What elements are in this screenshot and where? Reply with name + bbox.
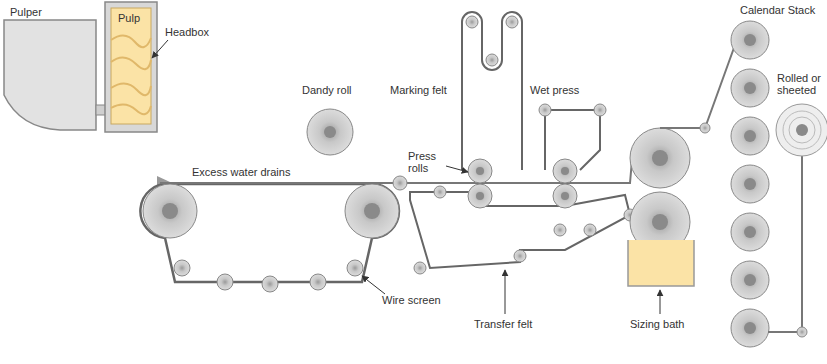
roll bbox=[731, 261, 769, 299]
roll bbox=[310, 274, 326, 290]
paper-reel bbox=[776, 104, 827, 156]
part-label: Sizing bath bbox=[630, 318, 684, 330]
roll-hub bbox=[364, 203, 380, 219]
paper-web bbox=[660, 45, 735, 128]
transfer-felt bbox=[410, 192, 630, 268]
roll bbox=[553, 159, 577, 183]
roll bbox=[174, 260, 190, 276]
roll-hub bbox=[162, 203, 178, 219]
pulp bbox=[111, 8, 151, 124]
roll-hub bbox=[561, 167, 569, 175]
roll-hub bbox=[476, 192, 484, 200]
roll bbox=[514, 250, 526, 262]
part-label: Dandy roll bbox=[302, 84, 352, 96]
roll bbox=[414, 262, 426, 274]
headbox bbox=[105, 2, 157, 132]
roll bbox=[731, 309, 769, 347]
dandy-roll bbox=[307, 109, 353, 155]
roll bbox=[434, 186, 446, 198]
roll bbox=[468, 184, 492, 208]
roll-hub bbox=[561, 192, 569, 200]
part-label: Excess water drains bbox=[192, 166, 290, 178]
roll bbox=[731, 69, 769, 107]
roll-hub bbox=[744, 130, 756, 142]
roll bbox=[468, 159, 492, 183]
roll-hub bbox=[744, 34, 756, 46]
roll bbox=[731, 213, 769, 251]
roll bbox=[217, 274, 233, 290]
part-label: Pulper bbox=[10, 6, 42, 18]
roll bbox=[539, 104, 551, 116]
roll-hub bbox=[744, 322, 756, 334]
part-label: Wire screen bbox=[382, 294, 441, 306]
roll bbox=[553, 184, 577, 208]
paper-web bbox=[768, 156, 802, 332]
roll-hub bbox=[744, 226, 756, 238]
roll bbox=[506, 16, 518, 28]
roll-hub bbox=[744, 82, 756, 94]
couch-roll bbox=[393, 176, 407, 190]
roll-hub bbox=[652, 150, 668, 166]
part-label: Marking felt bbox=[390, 84, 447, 96]
wire-screen bbox=[140, 184, 399, 282]
leader-lines bbox=[152, 40, 660, 314]
roll bbox=[486, 54, 498, 66]
roll bbox=[731, 117, 769, 155]
roll-hub bbox=[324, 126, 336, 138]
part-label: Pulp bbox=[118, 12, 140, 24]
part-label: Wet press bbox=[530, 84, 579, 96]
size-roll bbox=[630, 128, 690, 188]
part-label: Transfer felt bbox=[474, 318, 532, 330]
roll bbox=[594, 104, 606, 116]
sizing-bath bbox=[628, 240, 694, 286]
roll-hub bbox=[476, 167, 484, 175]
roll-hub bbox=[744, 178, 756, 190]
pulp-waves bbox=[111, 35, 151, 114]
roll bbox=[554, 224, 566, 236]
part-label: Calendar Stack bbox=[740, 4, 815, 16]
guide-roll bbox=[797, 327, 807, 337]
roll bbox=[584, 224, 596, 236]
marking-felt bbox=[462, 12, 522, 170]
part-label: Headbox bbox=[165, 26, 209, 38]
pulper bbox=[4, 20, 96, 130]
roll bbox=[143, 184, 197, 238]
part-label: Press rolls bbox=[408, 150, 446, 174]
roll bbox=[347, 260, 363, 276]
roll bbox=[262, 276, 278, 292]
roll bbox=[731, 21, 769, 59]
part-label: Rolled or sheeted bbox=[777, 72, 823, 96]
guide-roll bbox=[700, 123, 710, 133]
roll bbox=[731, 165, 769, 203]
roll bbox=[345, 184, 399, 238]
roll-hub bbox=[744, 274, 756, 286]
roll-hub bbox=[652, 214, 668, 230]
roll bbox=[466, 16, 478, 28]
